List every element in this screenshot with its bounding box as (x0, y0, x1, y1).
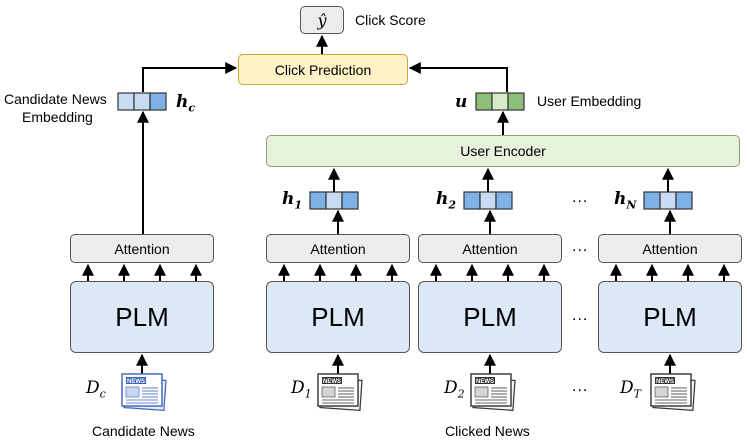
clicked-n-plm-label: PLM (643, 301, 697, 332)
ellipsis-h-row: ... (572, 189, 589, 206)
clicked-1-plm-label: PLM (311, 301, 365, 332)
clicked-t-doc-symbol: DT (620, 378, 641, 400)
candidate-embedding-vector (117, 92, 167, 111)
candidate-embedding-vector-cell-3 (149, 92, 167, 111)
user-embedding-label: User Embedding (537, 93, 642, 109)
clicked-2-h-vector-cell-2 (479, 191, 497, 210)
clicked-t-d: D (620, 378, 634, 398)
candidate-embedding-label-line1: Candidate News (4, 91, 107, 107)
clicked-2-plm-label: PLM (463, 301, 517, 332)
clicked-2-attention-label: Attention (462, 240, 518, 257)
clicked-1-newspaper-icon: NEWS (317, 373, 363, 411)
clicked-2-newspaper-icon-masthead (475, 377, 495, 384)
candidate-plm-label: PLM (115, 301, 169, 332)
clicked-n-plm-box: PLM (598, 281, 742, 353)
user-embedding-vector-cell-2 (491, 92, 509, 111)
clicked-2-d-sub: 2 (457, 387, 465, 401)
clicked-t-d-sub: T (633, 387, 641, 401)
clicked-2-doc-symbol: D2 (444, 378, 465, 400)
clicked-1-h-vector-cell-1 (309, 191, 327, 210)
clicked-2-newspaper-icon-masthead-text: NEWS (476, 379, 494, 385)
candidate-newspaper-icon: NEWS (121, 373, 167, 411)
click-score-output-box: ŷ (300, 6, 344, 34)
y-hat-symbol: ŷ (317, 10, 327, 30)
candidate-attention-box: Attention (70, 234, 214, 263)
candidate-d-sub: c (99, 387, 106, 401)
clicked-3-h-vector-cell-2 (659, 191, 677, 210)
clicked-3-h-vector-cell-1 (643, 191, 661, 210)
clicked-2-h: h (436, 189, 449, 209)
clicked-3-h-vector (643, 191, 693, 210)
user-encoder-box: User Encoder (266, 135, 740, 167)
clicked-1-d-sub: 1 (304, 387, 312, 401)
clicked-2-h-sub: 2 (448, 198, 457, 212)
clicked-1-newspaper-icon-masthead (322, 377, 342, 384)
clicked-1-h-vector-cell-3 (341, 191, 359, 210)
click-prediction-label: Click Prediction (274, 61, 372, 78)
candidate-d: D (86, 378, 100, 398)
clicked-1-h: h (282, 189, 295, 209)
ellipsis-doc-row: ... (572, 378, 589, 395)
clicked-1-doc-symbol: D1 (291, 378, 312, 400)
clicked-1-attention-label: Attention (310, 240, 366, 257)
candidate-newspaper-icon-masthead-text: NEWS (127, 379, 145, 385)
clicked-3-h-vector-cell-3 (675, 191, 693, 210)
clicked-1-newspaper-icon-masthead-text: NEWS (323, 379, 341, 385)
clicked-1-attention-box: Attention (266, 234, 410, 263)
candidate-embedding-vector-cell-2 (133, 92, 151, 111)
clicked-n-attention-box: Attention (598, 234, 742, 263)
clicked-2-newspaper-icon-photo (474, 386, 489, 398)
clicked-1-newspaper-icon-photo (321, 386, 336, 398)
clicked-2-attention-box: Attention (418, 234, 562, 263)
arrow-user-embedding-to-prediction (408, 62, 508, 92)
clicked-1-plm-box: PLM (266, 281, 410, 353)
clicked-1-h-symbol: h1 (282, 189, 302, 211)
ellipsis-attention-row: ... (572, 238, 589, 255)
candidate-h-sub: c (188, 101, 196, 115)
click-prediction-box: Click Prediction (238, 54, 408, 85)
candidate-news-caption: Candidate News (92, 423, 195, 439)
user-embedding-vector-cell-3 (507, 92, 525, 111)
clicked-n-attention-label: Attention (642, 240, 698, 257)
clicked-t-newspaper-icon-photo (654, 386, 669, 398)
candidate-newspaper-icon-photo (125, 386, 140, 398)
ellipsis-plm-row: ... (572, 307, 589, 324)
candidate-plm-box: PLM (70, 281, 214, 353)
clicked-2-h-vector-cell-3 (495, 191, 513, 210)
clicked-n-h-symbol: hN (614, 189, 636, 211)
candidate-attention-label: Attention (114, 240, 170, 257)
candidate-embedding-label-line2: Embedding (22, 109, 93, 125)
arrow-candidate-embedding-to-prediction (142, 62, 238, 92)
candidate-doc-symbol: Dc (86, 378, 106, 400)
user-embedding-vector (475, 92, 525, 111)
clicked-1-h-sub: 1 (294, 198, 303, 212)
clicked-t-newspaper-icon: NEWS (650, 373, 696, 411)
clicked-2-h-vector-cell-1 (463, 191, 481, 210)
clicked-n-h-sub: N (626, 198, 637, 212)
candidate-newspaper-icon-masthead (126, 377, 146, 384)
clicked-n-h: h (614, 189, 627, 209)
clicked-t-newspaper-icon-masthead-text: NEWS (656, 379, 674, 385)
clicked-news-caption: Clicked News (445, 423, 530, 439)
clicked-1-h-vector-cell-2 (325, 191, 343, 210)
clicked-1-d: D (291, 378, 305, 398)
clicked-2-plm-box: PLM (418, 281, 562, 353)
user-encoder-label: User Encoder (460, 143, 546, 159)
clicked-1-h-vector (309, 191, 359, 210)
clicked-2-h-symbol: h2 (436, 189, 456, 211)
user-embedding-vector-cell-1 (475, 92, 493, 111)
clicked-2-d: D (444, 378, 458, 398)
click-score-label: Click Score (355, 12, 426, 28)
candidate-h: h (176, 92, 189, 112)
candidate-vector-symbol: hc (176, 92, 195, 114)
candidate-embedding-vector-cell-1 (117, 92, 135, 111)
user-vector-symbol: u (455, 92, 468, 112)
clicked-2-h-vector (463, 191, 513, 210)
clicked-t-newspaper-icon-masthead (655, 377, 675, 384)
clicked-2-newspaper-icon: NEWS (470, 373, 516, 411)
